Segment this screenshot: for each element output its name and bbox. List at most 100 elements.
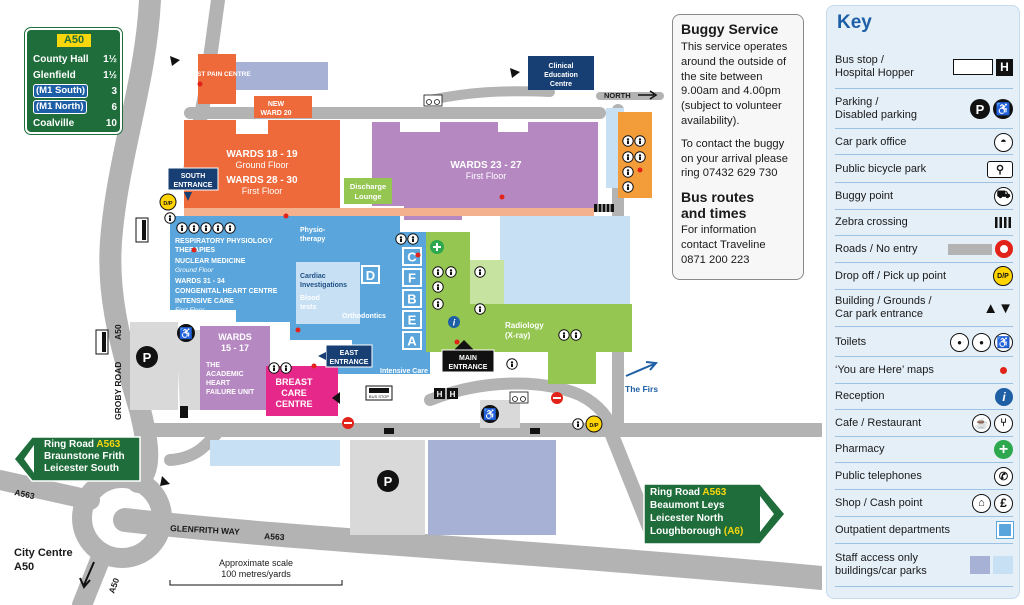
key-icons: [948, 240, 1013, 258]
clinical-label-1: Clinical: [549, 63, 574, 70]
restaurant-icon: ⑂: [994, 413, 1013, 433]
key-label-line: Public bicycle park: [835, 162, 927, 175]
breast-label-3: CENTRE: [275, 399, 312, 409]
bicycle-icon: ⚲: [987, 160, 1013, 178]
telephone-icon-glyph: [638, 154, 642, 157]
main-entrance[interactable]: MAIN ENTRANCE: [441, 340, 495, 373]
restaurant-icon-glyph: [639, 141, 641, 144]
panel-text-line: For information: [681, 224, 757, 237]
a50-destination-row: (M1 North)6: [33, 99, 117, 115]
scale-bar: Approximate scale 100 metres/yards: [169, 558, 343, 586]
a50-heading: A50: [57, 34, 91, 47]
academic-label-4: FAILURE UNIT: [206, 389, 255, 396]
breast-care-centre: [266, 366, 338, 416]
hospital-hopper-icon: H: [434, 388, 445, 399]
bicycle-icon: [509, 391, 529, 404]
radiology-label-2: (X-ray): [505, 331, 531, 340]
road-swatch-icon: [948, 243, 992, 255]
parking-symbols: P P ♿ ♿: [136, 324, 499, 492]
key-label-line: Pharmacy: [835, 443, 885, 455]
outpatient-box: [402, 268, 422, 287]
wards-15-17-label-2: 15 - 17: [221, 343, 249, 353]
zebra-crossing-icon: [180, 204, 614, 434]
cafe-icon-glyph: [479, 272, 481, 275]
wards-23-27-floor-label: First Floor: [466, 171, 507, 181]
outpatient-letter: C: [407, 250, 417, 265]
toilet-female-icon-glyph: [192, 225, 196, 228]
staff-car-park-icon: [993, 556, 1013, 574]
cardiac-light: [296, 262, 360, 324]
discharge-label-2: Lounge: [354, 192, 381, 201]
key-row: Pharmacy +: [835, 437, 1013, 463]
you-are-here-dots: [191, 81, 643, 369]
a50-distance: 1½: [103, 53, 117, 65]
sign-ring-road-east: Ring Road A563 Beaumont Leys Leicester N…: [642, 482, 787, 546]
toilet-disabled-icon-glyph: [627, 187, 629, 190]
buggy-icon: ⛟: [994, 186, 1013, 206]
panel-text-line: To contact the buggy: [681, 137, 785, 150]
panel-text-line: around the outside of: [681, 55, 787, 68]
key-icons: +: [994, 440, 1013, 459]
key-label-line: Drop off / Pick up point: [835, 269, 947, 282]
key-icons: ◓: [994, 132, 1013, 152]
key-icons: H: [953, 58, 1013, 76]
city-centre-a50: A50: [14, 561, 34, 573]
buggy-icon-glyph: [168, 215, 172, 218]
staff-parking-strip: [210, 440, 340, 466]
parking-icon: P: [136, 346, 158, 368]
outpatient-icon: [996, 521, 1014, 539]
staff-east-block: [500, 216, 630, 312]
main-loop: [424, 377, 618, 436]
corridor-orange: [184, 208, 594, 216]
sign-east-shape: [643, 483, 786, 545]
cash-point-icon: £: [994, 493, 1013, 513]
toilet-male-icon-glyph: [180, 225, 184, 228]
grey-link: [176, 330, 200, 410]
key-label: Zebra crossing: [835, 216, 908, 229]
key-label-line: Parking /: [835, 96, 879, 108]
east-line-4: Loughborough (A6): [650, 526, 744, 537]
outpatient-letter: F: [408, 271, 416, 286]
panel-text-line: the site between: [681, 70, 763, 83]
panel-text-line: ring 07432 629 730: [681, 167, 778, 180]
entrance-triangles-icon: ▲▼: [983, 299, 1013, 317]
key-label-line: Car park entrance: [835, 308, 924, 320]
pharmacy-icon: +: [994, 440, 1013, 459]
key-label-line: Shop / Cash point: [835, 496, 923, 509]
east-entrance[interactable]: EAST ENTRANCE: [318, 344, 373, 368]
toilet-male-icon-glyph: [511, 364, 513, 367]
svg-text:BUS STOP: BUS STOP: [369, 394, 389, 399]
wards-18-19-block: [184, 120, 340, 208]
a50-south: [72, 550, 110, 605]
south-entrance[interactable]: SOUTH ENTRANCE: [167, 167, 219, 201]
breast-label-2: CARE: [281, 388, 307, 398]
east-line-3: Leicester North: [650, 513, 724, 524]
buggy-icon-glyph: [437, 287, 439, 290]
toilet-male-icon-glyph: [510, 361, 514, 364]
key-label: Roads / No entry: [835, 243, 918, 256]
panel-text-line: 9.00am and 4.00pm: [681, 85, 781, 98]
key-label-line: Staff access only: [835, 552, 918, 564]
toilet-male-icon-glyph: [626, 154, 630, 157]
svg-text:H: H: [450, 390, 456, 399]
toilet-female-icon-glyph: [627, 172, 629, 175]
key-label: Pharmacy: [835, 443, 885, 456]
drop-off-icon: D/P: [585, 415, 603, 433]
a50-distance: 3: [111, 85, 117, 97]
telephone-icon-glyph: [449, 269, 453, 272]
wards-15-17-label-1: WARDS: [218, 332, 252, 342]
reception-icon: i: [448, 316, 460, 328]
toilet-female-icon-glyph: [412, 239, 414, 242]
blood-label-1: Blood: [300, 295, 320, 302]
key-row: Cafe / Restaurant☕⑂: [835, 410, 1013, 437]
wards-15-17: [200, 326, 270, 410]
toilet-male-icon-glyph: [272, 365, 276, 368]
key-label-line: Reception: [835, 390, 885, 402]
shop-icon-glyph: [437, 272, 439, 275]
